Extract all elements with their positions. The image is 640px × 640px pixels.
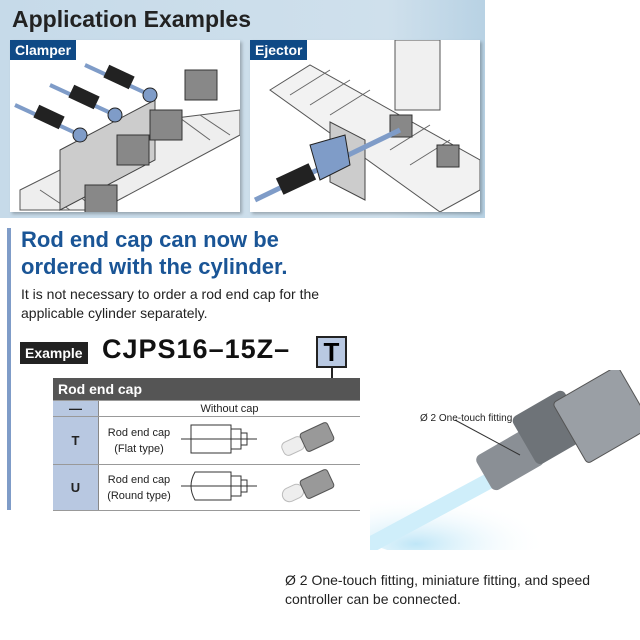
clamper-illustration: Clamper [10,40,240,212]
feature-heading: Rod end cap can now be ordered with the … [21,226,288,280]
flat-cap-photo [269,416,360,465]
bottom-caption: Ø 2 One-touch fitting, miniature fitting… [285,572,591,607]
accent-bar [7,228,11,510]
row-desc: Rod end cap (Round type) [98,464,179,511]
round-cap-photo [269,464,360,511]
row-code: U [53,464,99,511]
table-row: — Without cap [53,400,360,417]
clamper-label: Clamper [10,40,77,60]
desc-line: Rod end cap [107,473,171,486]
ejector-drawing [253,40,480,212]
application-examples-section: Application Examples Clamper Ejector [0,0,485,218]
table-row: T Rod end cap (Flat type) [53,416,360,465]
flat-cap-drawing [179,416,270,465]
row-code: T [53,416,99,465]
clamper-drawing [14,63,240,212]
desc-line: (Flat type) [114,442,164,455]
table-header: Rod end cap [53,378,360,401]
example-badge: Example [20,342,88,364]
table-row: U Rod end cap (Round type) [53,464,360,511]
row-desc: Without cap [98,400,360,417]
ejector-illustration: Ejector [250,40,480,212]
row-code: — [53,400,99,417]
feature-body: It is not necessary to order a rod end c… [21,286,320,321]
one-touch-fitting-photo [370,370,640,550]
model-number: CJPS16–15Z– [102,334,291,364]
heading-line-1: Rod end cap can now be [21,227,279,252]
heading-line-2: ordered with the cylinder. [21,254,288,279]
desc-line: (Round type) [107,489,171,502]
rod-end-cap-table: Rod end cap — Without cap T Rod end cap (… [53,378,360,511]
row-desc: Rod end cap (Flat type) [98,416,179,465]
desc-line: Rod end cap [107,426,171,439]
round-cap-drawing [179,464,270,511]
section-title: Application Examples [12,6,252,32]
fitting-label: Ø 2 One-touch fitting [420,413,513,424]
suffix-box: T [316,336,347,368]
ejector-label: Ejector [250,40,308,60]
connector-line [331,368,333,378]
